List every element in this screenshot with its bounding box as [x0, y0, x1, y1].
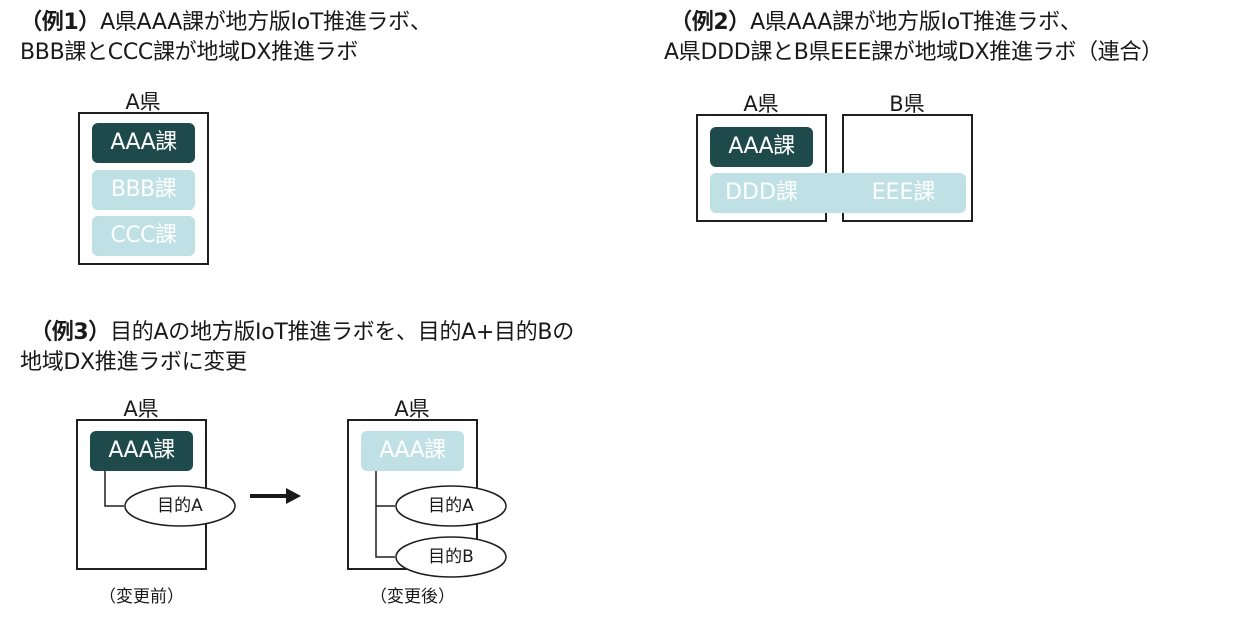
example3-after-purpose-a-ellipse: 目的A [395, 485, 507, 527]
example1-dept-bbb: BBB課 [92, 170, 195, 210]
example3-before-dept-aaa: AAA課 [90, 431, 193, 471]
example3-before-purpose-ellipse: 目的A [124, 485, 236, 527]
example3-before-purpose-label: 目的A [157, 496, 203, 516]
example1-dept-aaa: AAA課 [92, 123, 195, 163]
example1-prefecture-label: A県 [125, 90, 161, 114]
example1-heading-tag: （例1） [20, 10, 101, 35]
example3-before-caption: （変更前） [99, 587, 184, 607]
example3-after-purpose-a-label: 目的A [428, 496, 474, 516]
example3-heading-line1: （例3）目的Aの地方版IoT推進ラボを、目的A+目的Bの [30, 320, 574, 345]
example1-heading: （例1）A県AAA課が地方版IoT推進ラボ、 BBB課とCCC課が地域DX推進ラ… [20, 8, 432, 68]
right-arrow-icon [250, 488, 301, 504]
example3-heading: （例3）目的Aの地方版IoT推進ラボを、目的A+目的Bの 地域DX推進ラボに変更 [20, 318, 574, 378]
example2-heading-tag: （例2） [670, 10, 751, 35]
example2-heading-line1: （例2）A県AAA課が地方版IoT推進ラボ、 [670, 10, 1082, 35]
example2-regional-dx-band [710, 173, 966, 213]
example2-prefecture-a-label: A県 [743, 92, 779, 116]
example2-prefecture-b-label: B県 [889, 92, 925, 116]
example3-heading-line2: 地域DX推進ラボに変更 [20, 350, 247, 375]
example3-after-purpose-b-ellipse: 目的B [395, 536, 507, 578]
example3-after-dept-aaa: AAA課 [361, 431, 464, 471]
example2-heading-line2: A県DDD課とB県EEE課が地域DX推進ラボ（連合） [664, 40, 1163, 65]
example3-after-prefecture-label: A県 [394, 397, 430, 421]
example3-heading-tag: （例3） [30, 320, 111, 345]
example2-heading: （例2）A県AAA課が地方版IoT推進ラボ、 A県DDD課とB県EEE課が地域D… [664, 8, 1163, 68]
example3-after-purpose-b-label: 目的B [428, 547, 474, 567]
example1-dept-ccc: CCC課 [92, 216, 195, 256]
example2-dept-aaa: AAA課 [710, 127, 813, 167]
example2-dept-eee: EEE課 [871, 180, 936, 205]
example1-heading-line1: （例1）A県AAA課が地方版IoT推進ラボ、 [20, 10, 432, 35]
example3-before-prefecture-label: A県 [123, 397, 159, 421]
example2-dept-ddd: DDD課 [725, 180, 798, 205]
example1-heading-line2: BBB課とCCC課が地域DX推進ラボ [20, 40, 358, 65]
example3-after-caption: （変更後） [370, 587, 455, 607]
